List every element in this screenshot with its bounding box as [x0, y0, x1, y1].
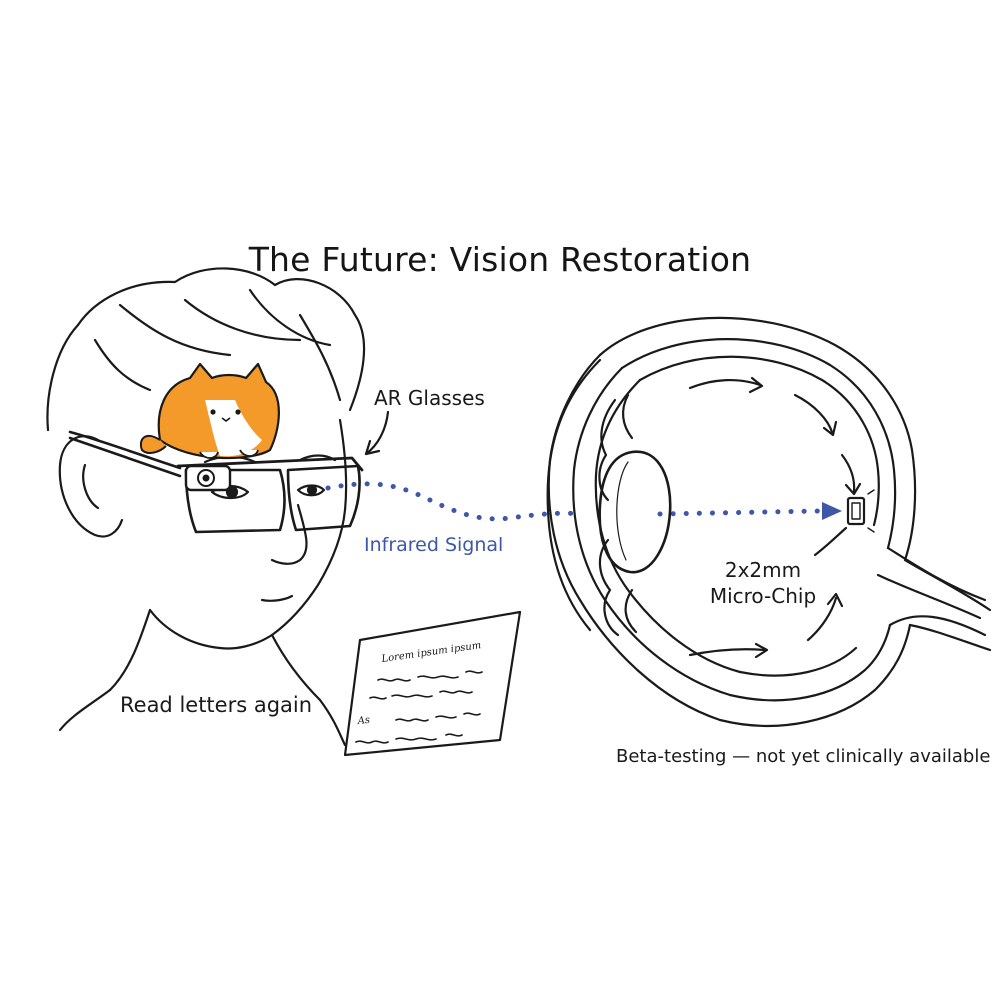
- beta-testing-note: Beta-testing — not yet clinically availa…: [616, 746, 991, 767]
- ar-glasses-pointer: [364, 410, 390, 456]
- ar-glasses-label: AR Glasses: [374, 386, 485, 410]
- eye-cross-section: [546, 316, 992, 727]
- infrared-signal-path: [325, 481, 823, 522]
- letter-paper: Lorem ipsum ipsum As: [343, 610, 522, 757]
- micro-chip-label: 2x2mm Micro-Chip: [698, 557, 828, 609]
- micro-chip-label-line1: 2x2mm: [724, 558, 802, 582]
- letter-line-2: As: [356, 715, 370, 727]
- person-illustration: [46, 267, 366, 747]
- infrared-signal-label: Infrared Signal: [364, 534, 504, 556]
- camera-icon: [197, 469, 215, 487]
- read-letters-label: Read letters again: [120, 693, 313, 717]
- cat-icon: [140, 362, 280, 460]
- micro-chip-label-line2: Micro-Chip: [709, 584, 817, 608]
- micro-chip-icon: [846, 489, 875, 533]
- page-title: The Future: Vision Restoration: [248, 240, 752, 279]
- arrow-icon: [822, 502, 842, 520]
